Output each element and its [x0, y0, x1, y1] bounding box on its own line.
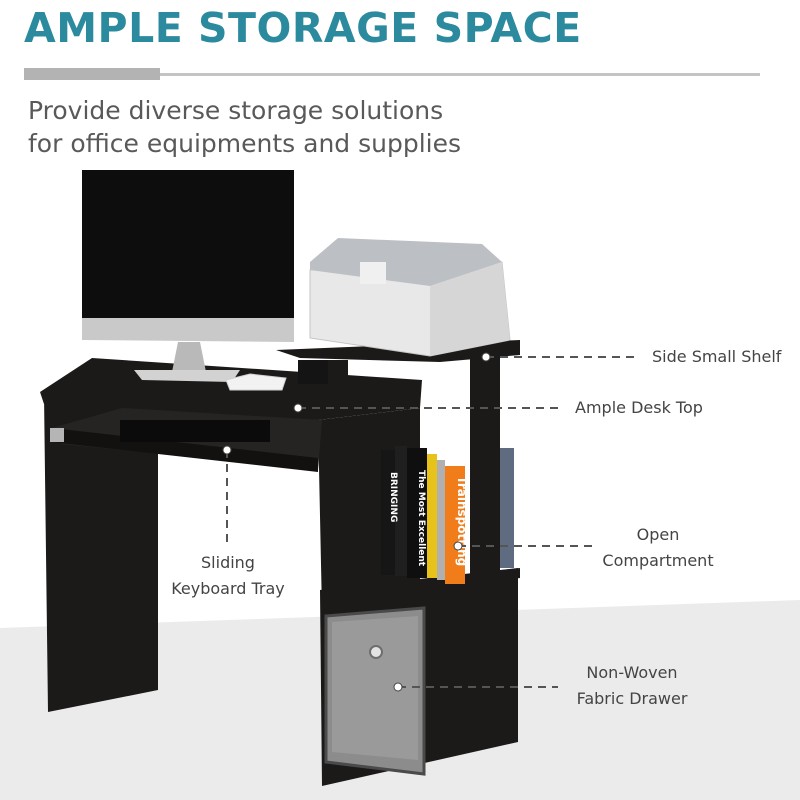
title-underline-accent	[24, 68, 160, 80]
subtitle-line-1: Provide diverse storage solutions	[28, 96, 444, 125]
tray-rail	[50, 428, 64, 442]
subtitle: Provide diverse storage solutions for of…	[28, 94, 628, 160]
label-open-compartment: Open Compartment	[596, 522, 720, 574]
monitor	[82, 170, 294, 382]
book-spine-3: Trainspotting	[455, 476, 469, 566]
book-spine-2: The Most Excellent	[416, 470, 426, 567]
keyboard-tray	[50, 408, 322, 472]
side-shelf	[276, 340, 520, 362]
drawer-pull-hole	[369, 645, 383, 659]
callout-dots	[222, 352, 491, 692]
shelf-support-post	[470, 350, 500, 578]
label-open-compartment-line-2: Compartment	[602, 551, 714, 570]
title-underline	[160, 73, 760, 76]
subtitle-line-2: for office equipments and supplies	[28, 129, 462, 158]
label-open-compartment-line-1: Open	[636, 525, 680, 544]
storage-base	[320, 568, 518, 786]
storage-shelf-board	[330, 568, 520, 602]
page-title: AMPLE STORAGE SPACE	[24, 4, 582, 52]
book-spine-1: BRINGING	[388, 472, 398, 522]
label-keyboard-tray-line-2: Keyboard Tray	[171, 579, 285, 598]
desk-top	[40, 358, 422, 420]
pen-holder	[298, 360, 328, 384]
fabric-drawer	[324, 606, 426, 776]
label-ample-desk-top: Ample Desk Top	[575, 398, 703, 417]
desk-front-edge	[40, 392, 318, 432]
label-side-small-shelf: Side Small Shelf	[652, 347, 782, 366]
desk-right-panel	[318, 408, 420, 612]
label-drawer-line-1: Non-Woven	[586, 663, 678, 682]
printer	[309, 238, 511, 357]
label-sliding-keyboard-tray: Sliding Keyboard Tray	[166, 550, 290, 602]
desk-left-leg	[44, 393, 158, 712]
keyboard	[120, 420, 270, 442]
note-pad	[225, 373, 287, 391]
label-fabric-drawer: Non-Woven Fabric Drawer	[572, 660, 692, 712]
monitor-riser-support	[328, 360, 348, 390]
label-keyboard-tray-line-1: Sliding	[201, 553, 255, 572]
books	[381, 446, 514, 584]
label-drawer-line-2: Fabric Drawer	[576, 689, 688, 708]
